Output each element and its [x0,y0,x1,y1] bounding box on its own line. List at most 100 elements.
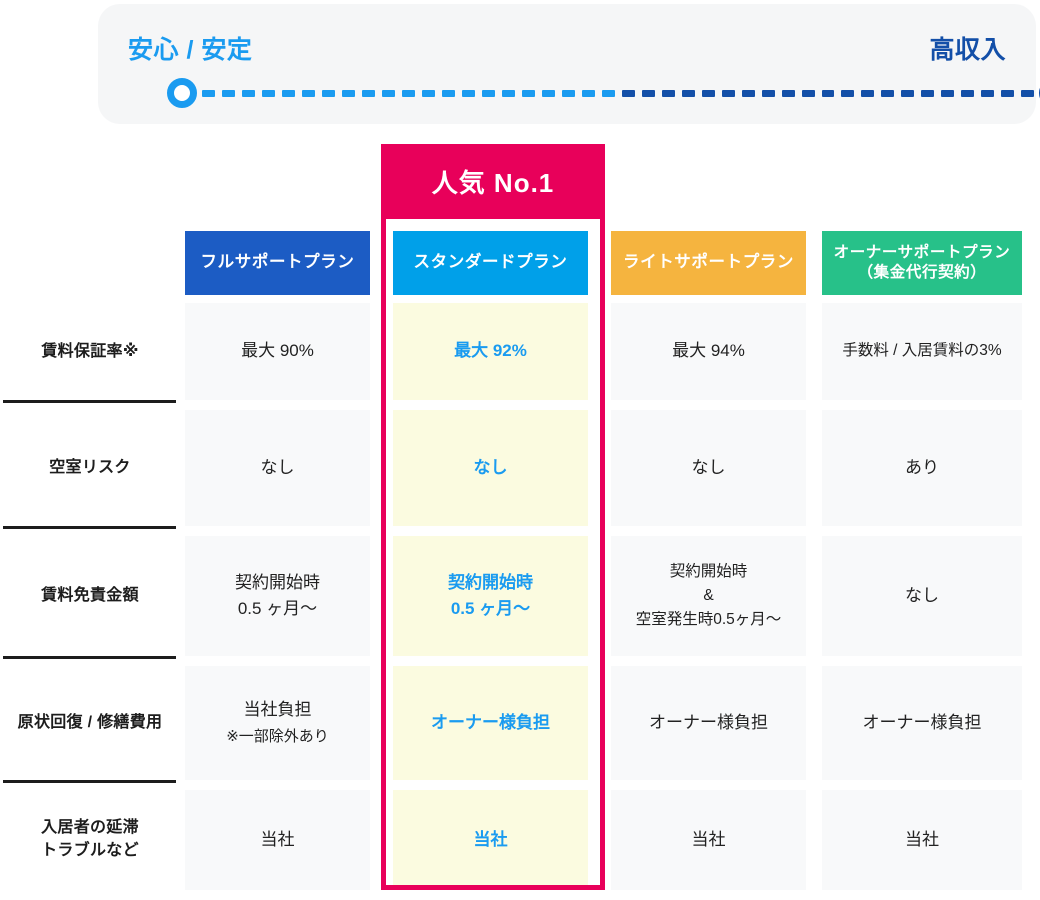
cell-line: 当社 [260,829,295,849]
spectrum-dash [241,90,255,97]
plan-header-full-support[interactable]: フルサポートプラン [185,231,370,295]
row-label-text: 原状回復 / 修繕費用 [17,714,163,732]
spectrum-dash [841,90,855,97]
spectrum-dashed-track [182,90,1040,97]
cell-line: なし [691,457,726,477]
spectrum-knob-left[interactable] [167,78,197,108]
spectrum-left-label: 安心 / 安定 [128,36,253,64]
cell-content: 最大 92% [454,338,527,364]
plan-header-label: スタンダードプラン [413,253,568,272]
popular-badge: 人気 No.1 [381,144,605,219]
row-label-rent-guarantee-rate: 賃料保証率※ [0,303,180,400]
plan-header-label: ライトサポートプラン [623,253,794,272]
row-label-line: 入居者の延滞 [41,819,139,836]
cell-tenant-arrears-trouble-light-support: 当社 [611,790,806,890]
spectrum-dash [381,90,395,97]
spectrum-dash [441,90,455,97]
spectrum-dash [301,90,315,97]
cell-content: なし [261,455,295,481]
plan-header-standard[interactable]: スタンダードプラン [393,231,588,295]
cell-content: オーナー様負担 [431,710,550,736]
cell-vacancy-risk-standard: なし [393,410,588,526]
cell-line: & [703,586,714,604]
spectrum-dash [781,90,795,97]
cell-content: あり [905,455,939,481]
row-divider [3,780,176,783]
cell-rent-guarantee-rate-full-support: 最大 90% [185,303,370,400]
cell-vacancy-risk-owner-support: あり [822,410,1022,526]
cell-line: 手数料 / 入居賃料の3% [842,342,1002,360]
cell-vacancy-risk-full-support: なし [185,410,370,526]
spectrum-dash [601,90,615,97]
spectrum-dash [961,90,975,97]
cell-content: なし [905,583,939,609]
spectrum-dash [401,90,415,97]
spectrum-dash [941,90,955,97]
spectrum-dash [921,90,935,97]
row-divider [3,526,176,529]
spectrum-dash [541,90,555,97]
cell-content: 当社 [692,827,726,853]
spectrum-dash [801,90,815,97]
cell-line: なし [905,585,939,605]
plan-header-owner-support[interactable]: オーナーサポートプラン（集金代行契約） [822,231,1022,295]
spectrum-right-label: 高収入 [929,36,1006,64]
plan-header-sublabel: （集金代行契約） [857,264,987,281]
spectrum-dash [421,90,435,97]
cell-line: オーナー様負担 [431,712,550,732]
row-label-restoration-repair-cost: 原状回復 / 修繕費用 [0,666,180,780]
cell-tenant-arrears-trouble-full-support: 当社 [185,790,370,890]
cell-content: なし [474,455,508,481]
spectrum-dash [261,90,275,97]
spectrum-dash [901,90,915,97]
cell-content: オーナー様負担 [863,710,982,736]
plan-header-light-support[interactable]: ライトサポートプラン [611,231,806,295]
cell-line: 当社 [905,829,939,849]
spectrum-dash [661,90,675,97]
spectrum-dash [221,90,235,97]
cell-rent-guarantee-rate-owner-support: 手数料 / 入居賃料の3% [822,303,1022,400]
spectrum-dash [881,90,895,97]
cell-line: 最大 92% [454,341,527,361]
cell-line: ※一部除外あり [226,728,329,745]
cell-line: オーナー様負担 [649,712,768,732]
spectrum-card: 安心 / 安定 高収入 [98,4,1040,124]
cell-restoration-repair-cost-standard: オーナー様負担 [393,666,588,780]
cell-content: 当社 [474,827,508,853]
cell-content: 当社負担※一部除外あり [226,697,329,750]
spectrum-dash [481,90,495,97]
cell-content: 最大 94% [672,338,745,364]
spectrum-dash [741,90,755,97]
row-label-vacancy-risk: 空室リスク [0,410,180,526]
cell-content: 最大 90% [241,338,314,364]
cell-line: 当社 [691,829,726,849]
cell-line: 最大 90% [241,341,314,361]
cell-restoration-repair-cost-owner-support: オーナー様負担 [822,666,1022,780]
spectrum-dash [321,90,335,97]
spectrum-dash [1001,90,1015,97]
row-divider [3,400,176,403]
cell-line: 契約開始時 [448,572,533,592]
cell-content: 当社 [261,827,295,853]
row-label-text: 賃料保証率※ [41,342,139,360]
cell-line: 0.5 ヶ月〜 [450,599,531,618]
row-label-tenant-arrears-trouble: 入居者の延滞トラブルなど [0,790,180,890]
spectrum-dash [521,90,535,97]
row-divider [3,656,176,659]
cell-restoration-repair-cost-light-support: オーナー様負担 [611,666,806,780]
spectrum-dash [201,90,215,97]
cell-line: 契約開始時 [235,572,320,592]
cell-restoration-repair-cost-full-support: 当社負担※一部除外あり [185,666,370,780]
cell-tenant-arrears-trouble-owner-support: 当社 [822,790,1022,890]
cell-line: 当社 [473,829,508,849]
cell-line: オーナー様負担 [862,712,982,732]
spectrum-dash [461,90,475,97]
row-label-rent-exemption-amount: 賃料免責金額 [0,536,180,656]
cell-line: なし [260,457,295,477]
cell-rent-exemption-amount-owner-support: なし [822,536,1022,656]
plan-header-text: オーナーサポートプラン（集金代行契約） [834,243,1011,283]
cell-line: 契約開始時 [669,562,748,580]
